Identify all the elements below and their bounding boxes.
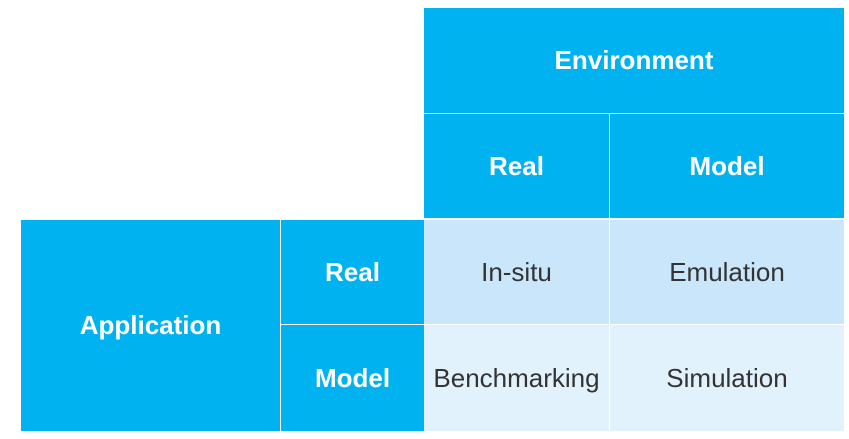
application-row-real: Real <box>281 220 424 324</box>
matrix-cell-label: Emulation <box>669 256 785 287</box>
matrix-cell-label: Benchmarking <box>433 362 600 393</box>
application-header: Application <box>21 220 280 431</box>
application-title: Application <box>79 310 222 340</box>
matrix-cell-label: Simulation <box>666 362 788 393</box>
environment-title: Environment <box>554 45 714 75</box>
application-row-model: Model <box>281 325 424 431</box>
application-row-model-label: Model <box>314 362 391 393</box>
divider-env-columns <box>609 114 610 431</box>
environment-col-model: Model <box>610 114 844 218</box>
matrix-cell-real-model: Emulation <box>610 220 844 324</box>
environment-header: Environment <box>424 8 844 113</box>
environment-col-real-label: Real <box>489 150 544 181</box>
divider-app-rows <box>280 220 281 431</box>
environment-col-real: Real <box>424 114 609 218</box>
divider-env-header <box>424 113 844 114</box>
matrix-cell-model-model: Simulation <box>610 325 844 431</box>
divider-app-rows-horizontal <box>281 324 844 325</box>
application-row-real-label: Real <box>325 256 380 287</box>
matrix-cell-label: In-situ <box>481 256 552 287</box>
matrix-cell-real-real: In-situ <box>424 220 609 324</box>
matrix-cell-model-real: Benchmarking <box>424 325 609 431</box>
environment-col-model-label: Model <box>689 150 765 181</box>
